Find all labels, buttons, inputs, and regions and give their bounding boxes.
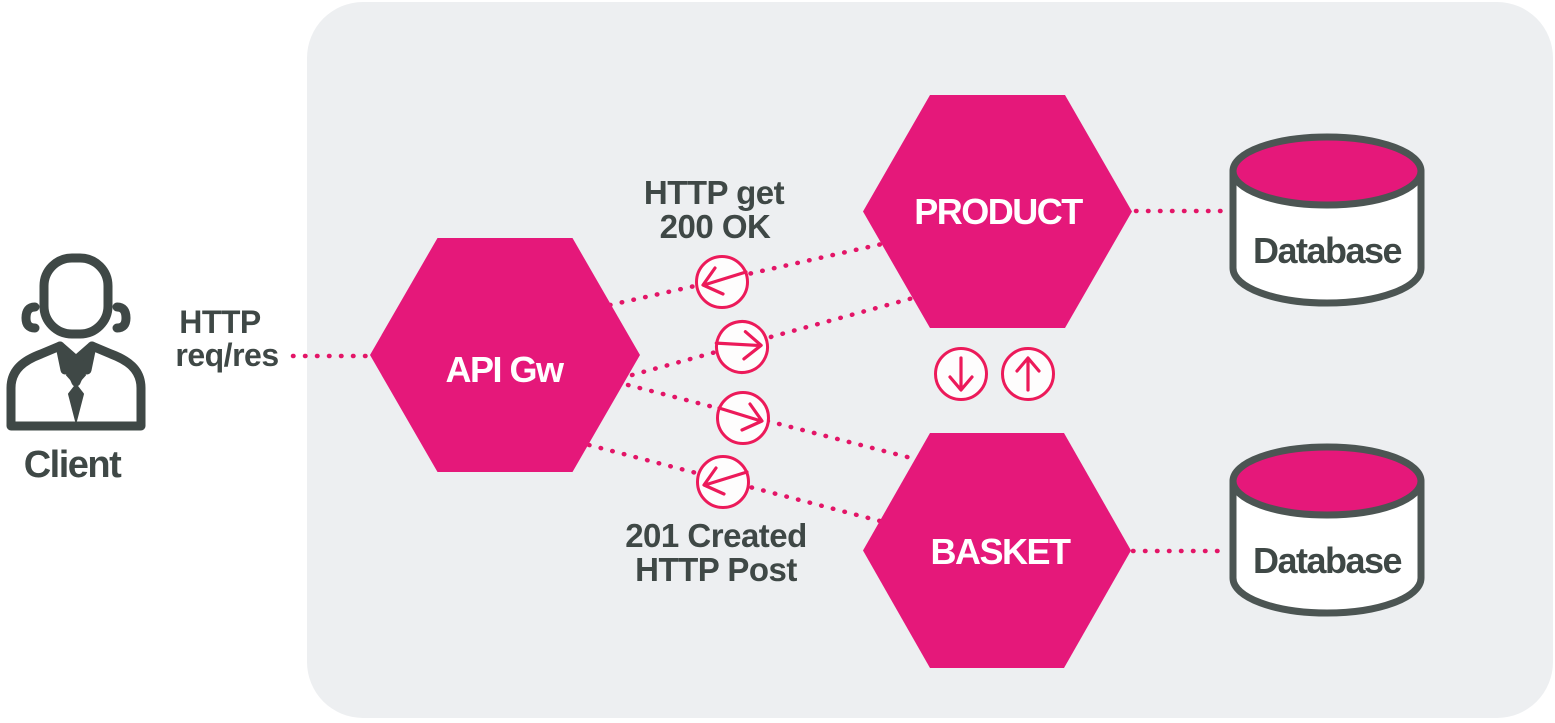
person-icon [6, 253, 146, 431]
database-cylinder-icon: Database [1229, 443, 1425, 617]
api-gateway-label: API Gw [445, 349, 565, 390]
node-product-service: PRODUCT [863, 95, 1132, 328]
basket-database-label: Database [1253, 540, 1402, 581]
get-flow-label-line2: 200 OK [660, 208, 771, 245]
post-flow-label-line2: HTTP Post [635, 551, 797, 588]
connector-basket-response [586, 442, 883, 524]
product-database-label: Database [1253, 230, 1402, 271]
product-label: PRODUCT [914, 191, 1083, 232]
arrow-right-circle-icon [716, 391, 770, 445]
database-cylinder-icon: Database [1229, 133, 1425, 307]
product-hexagon [863, 95, 1132, 328]
get-flow-label-line1: HTTP get [644, 174, 785, 211]
api-gateway-hexagon [370, 238, 640, 472]
arrow-down-circle-icon [934, 347, 988, 401]
arrow-left-circle-icon [695, 255, 749, 309]
connector-apigw-product-request [629, 295, 916, 378]
client-connection-label-line2: req/res [175, 337, 278, 373]
connector-apigw-basket-request [625, 382, 918, 462]
arrow-up-circle-icon [1001, 347, 1055, 401]
client-label: Client [24, 444, 122, 486]
connector-product-response [607, 241, 885, 308]
basket-hexagon [863, 433, 1131, 668]
arrow-left-circle-icon [696, 455, 750, 509]
node-basket-service: BASKET [863, 433, 1131, 668]
basket-label: BASKET [930, 531, 1071, 572]
arrow-right-circle-icon [714, 320, 769, 374]
post-flow-label-line1: 201 Created [625, 517, 807, 554]
client-connection-label-line1: HTTP [179, 304, 261, 340]
node-api-gateway: API Gw [370, 238, 640, 472]
